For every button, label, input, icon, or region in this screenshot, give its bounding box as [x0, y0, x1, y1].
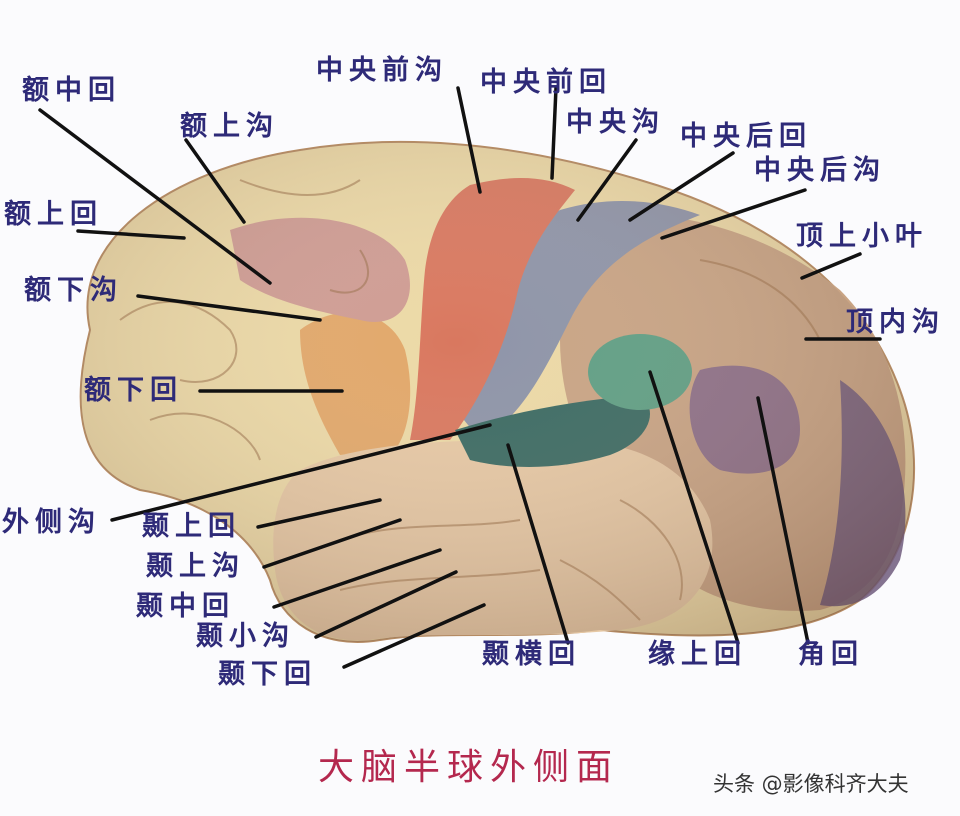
label-superior-temporal-gyrus: 颞上回	[142, 511, 241, 542]
label-supramarginal-gyrus: 缘上回	[648, 639, 747, 670]
label-middle-frontal-gyrus: 额中回	[22, 75, 121, 106]
leader-lines	[38, 86, 882, 669]
label-inferior-frontal-gyrus: 额下回	[84, 375, 183, 406]
leader-line-central-sulcus	[576, 138, 638, 222]
leader-line-inferior-temporal-gyrus	[342, 603, 486, 669]
label-precentral-sulcus: 中央前沟	[316, 55, 448, 86]
leader-line-middle-frontal-gyrus	[38, 108, 272, 285]
leader-line-superior-temporal-gyrus	[256, 498, 382, 529]
leader-line-precentral-gyrus	[550, 86, 558, 180]
label-lateral-sulcus: 外侧沟	[2, 507, 101, 538]
label-superior-parietal-lobule: 顶上小叶	[796, 221, 928, 252]
leader-line-lateral-sulcus	[110, 423, 492, 522]
label-postcentral-gyrus: 中央后回	[680, 121, 812, 152]
leader-line-postcentral-gyrus	[628, 151, 735, 222]
leader-line-superior-frontal-sulcus	[184, 138, 246, 224]
leader-line-middle-temporal-gyrus	[272, 548, 442, 609]
leader-line-superior-temporal-sulcus	[262, 518, 402, 569]
label-transverse-temporal-gyrus: 颞横回	[482, 639, 581, 670]
label-inferior-frontal-sulcus: 额下沟	[24, 275, 123, 306]
label-superior-frontal-sulcus: 额上沟	[180, 111, 279, 142]
label-superior-frontal-gyrus: 额上回	[4, 199, 103, 230]
leader-line-superior-parietal-lobule	[800, 252, 862, 280]
leader-line-precentral-sulcus	[456, 86, 482, 194]
label-postcentral-sulcus: 中央后沟	[754, 155, 886, 186]
label-superior-temporal-sulcus: 颞上沟	[146, 551, 245, 582]
leader-line-inferior-frontal-sulcus	[136, 294, 322, 322]
leader-line-postcentral-sulcus	[660, 188, 807, 240]
diagram-title: 大脑半球外侧面	[318, 747, 620, 788]
label-intraparietal-sulcus: 顶内沟	[846, 307, 945, 338]
leader-line-angular-gyrus	[756, 396, 810, 645]
label-angular-gyrus: 角回	[798, 639, 864, 670]
leader-line-superior-frontal-gyrus	[76, 229, 186, 240]
leader-line-inferior-temporal-sulcus	[314, 570, 458, 639]
watermark: 头条 @影像科齐大夫	[713, 772, 909, 796]
label-inferior-temporal-gyrus: 颞下回	[218, 659, 317, 690]
leader-line-transverse-temporal-gyrus	[506, 443, 570, 645]
label-central-sulcus: 中央沟	[566, 107, 665, 138]
label-middle-temporal-gyrus: 颞中回	[136, 591, 235, 622]
shading	[80, 141, 915, 642]
label-precentral-gyrus: 中央前回	[480, 67, 612, 98]
leader-line-supramarginal-gyrus	[648, 370, 740, 645]
label-inferior-temporal-sulcus: 颞小沟	[196, 621, 295, 652]
